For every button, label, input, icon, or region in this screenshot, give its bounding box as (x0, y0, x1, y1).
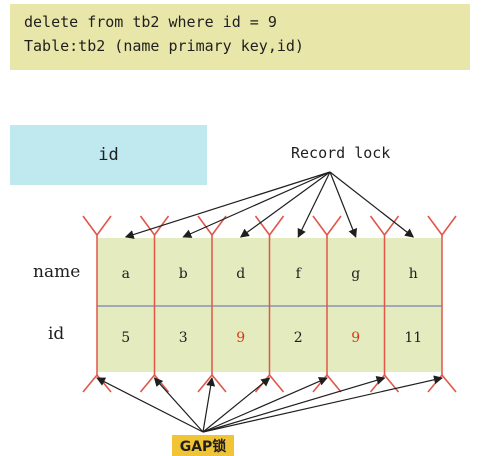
name-cell: h (409, 266, 418, 282)
name-cell: b (179, 266, 188, 282)
id-cell: 2 (294, 330, 303, 346)
row-label-id: id (48, 324, 65, 344)
gap-marker-top (197, 215, 227, 238)
id-index-label: id (98, 145, 119, 165)
gap-marker-top (427, 215, 457, 238)
gap-marker-top (254, 215, 285, 238)
table-definition-line: Table:tb2 (name primary key,id) (24, 37, 304, 55)
gap-marker-top (312, 215, 342, 238)
record-lock-arrow (297, 171, 331, 238)
gap-marker-bottom (82, 372, 112, 393)
record-lock-label: Record lock (291, 144, 391, 162)
id-cell: 3 (179, 330, 188, 346)
name-cell: f (296, 266, 303, 282)
gap-lock-arrow (153, 377, 204, 433)
record-lock-arrow (124, 171, 331, 239)
id-cell: 9 (351, 330, 360, 346)
record-lock-arrow (329, 171, 415, 238)
gap-lock-arrow (96, 377, 204, 433)
gap-marker-top (369, 215, 400, 238)
gap-lock-arrow (202, 375, 386, 433)
sql-query-line: delete from tb2 where id = 9 (24, 13, 277, 31)
name-cell: d (236, 266, 245, 282)
gap-marker-bottom (369, 372, 400, 393)
row-label-name: name (33, 262, 81, 282)
gap-lock-arrow (202, 377, 271, 433)
gap-marker-bottom (139, 372, 170, 393)
name-cell: a (122, 266, 130, 282)
gap-lock-arrow (202, 375, 443, 433)
id-cell: 9 (236, 330, 245, 346)
gap-marker-bottom (312, 372, 342, 393)
gap-lock-arrow (202, 377, 328, 433)
gap-marker-top (82, 215, 112, 238)
record-lock-arrow (329, 171, 357, 238)
gap-marker-bottom (427, 372, 457, 393)
id-cell: 5 (121, 330, 130, 346)
gap-lock-arrow (202, 377, 216, 433)
record-lock-arrow (182, 171, 331, 238)
gap-marker-bottom (197, 372, 227, 393)
gap-marker-top (139, 215, 170, 238)
record-lock-arrow (239, 171, 331, 238)
name-cell: g (351, 266, 360, 282)
gap-marker-bottom (254, 372, 285, 393)
id-cell: 11 (404, 330, 422, 346)
id-index-box: id (10, 125, 207, 185)
gap-lock-label: GAP锁 (172, 435, 234, 456)
sql-statement-box: delete from tb2 where id = 9 Table:tb2 (… (10, 4, 470, 70)
